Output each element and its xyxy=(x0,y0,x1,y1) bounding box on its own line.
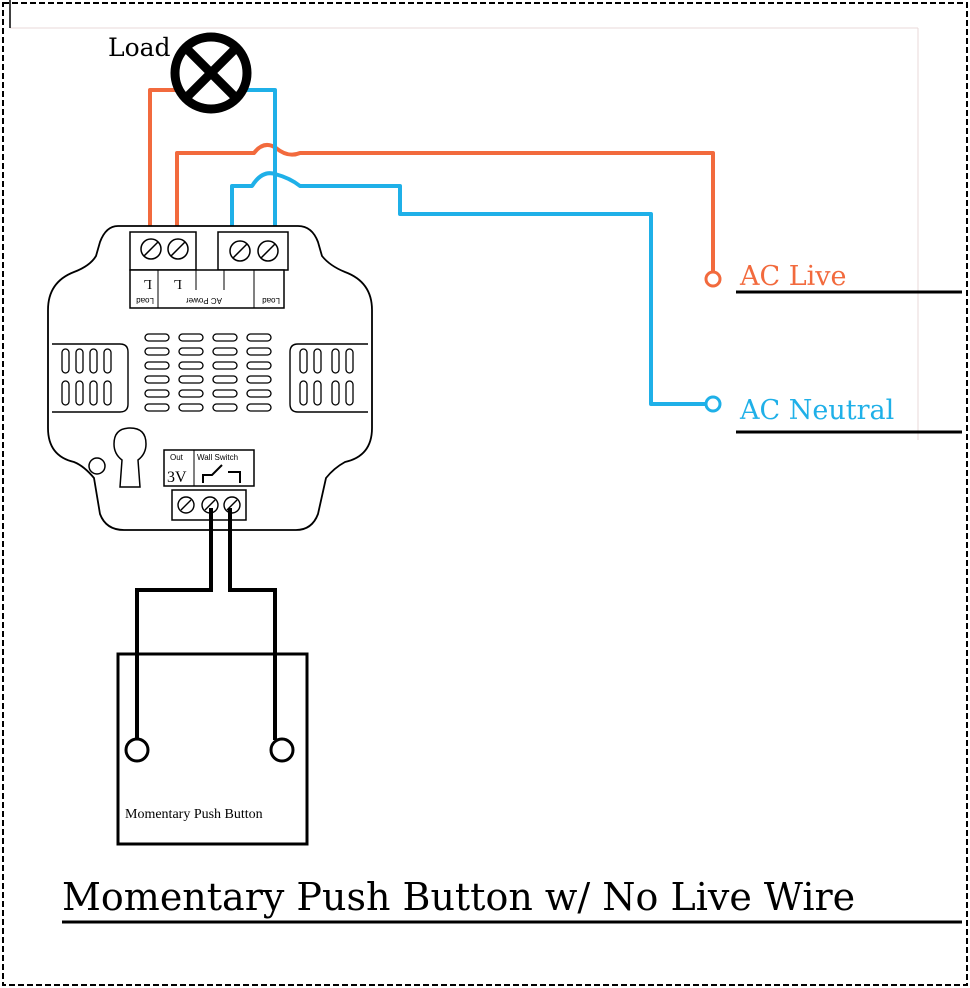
neutral-wire-supply xyxy=(230,171,707,406)
ac-neutral-label: AC Neutral xyxy=(739,395,894,426)
neutral-wires xyxy=(230,88,707,406)
indicator-hole-icon xyxy=(88,457,106,475)
terminal-label-strip xyxy=(129,269,285,309)
terminal-label-l-left: L xyxy=(143,276,152,291)
ac-live-label: AC Live xyxy=(739,261,847,292)
center-vents xyxy=(144,333,272,412)
button-wire-left xyxy=(135,508,213,740)
button-terminal-left xyxy=(124,737,150,763)
keyhole-button-icon xyxy=(113,427,147,488)
push-button-label: Momentary Push Button xyxy=(125,807,263,822)
diagram-title: Momentary Push Button w/ No Live Wire xyxy=(62,875,855,919)
switch-module: L L Load AC Power Load xyxy=(47,225,373,531)
terminal-screws-top xyxy=(140,238,279,262)
live-wire-load xyxy=(148,88,182,248)
right-vents xyxy=(299,348,354,406)
neutral-wire-load xyxy=(240,88,277,248)
terminal-label-load-right: Load xyxy=(262,296,280,305)
load-label: Load xyxy=(108,33,171,62)
ac-live-terminal xyxy=(704,270,722,288)
push-button-box xyxy=(116,652,309,846)
terminal-label-ac-power: AC Power xyxy=(186,296,222,305)
out-label: Out xyxy=(170,453,184,462)
left-vent-panel xyxy=(52,343,129,413)
right-vent-panel xyxy=(289,343,368,413)
button-wire-right xyxy=(228,508,277,740)
button-terminal-right xyxy=(269,737,295,763)
voltage-label: 3V xyxy=(167,469,187,486)
switch-symbol-icon xyxy=(202,464,241,483)
left-vents xyxy=(61,348,112,406)
terminal-label-load-left: Load xyxy=(136,296,154,305)
button-wires xyxy=(135,508,277,740)
wall-switch-label: Wall Switch xyxy=(197,453,238,462)
ac-neutral-terminal xyxy=(704,395,722,413)
load-lamp-icon xyxy=(170,32,252,114)
terminal-label-l-mid: L xyxy=(173,276,182,291)
